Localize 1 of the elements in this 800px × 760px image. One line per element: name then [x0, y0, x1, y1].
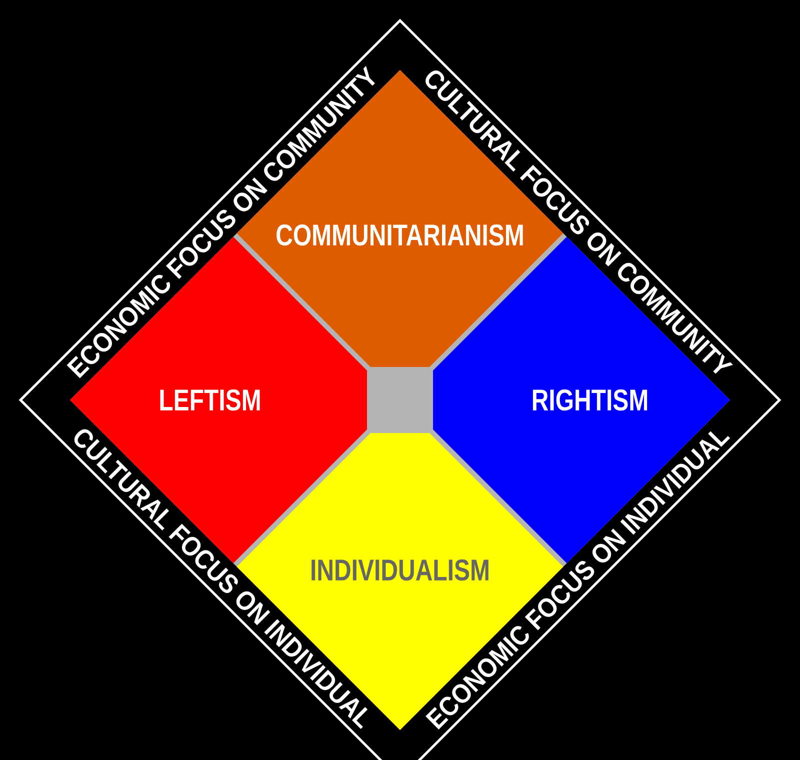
center-square	[367, 367, 433, 433]
